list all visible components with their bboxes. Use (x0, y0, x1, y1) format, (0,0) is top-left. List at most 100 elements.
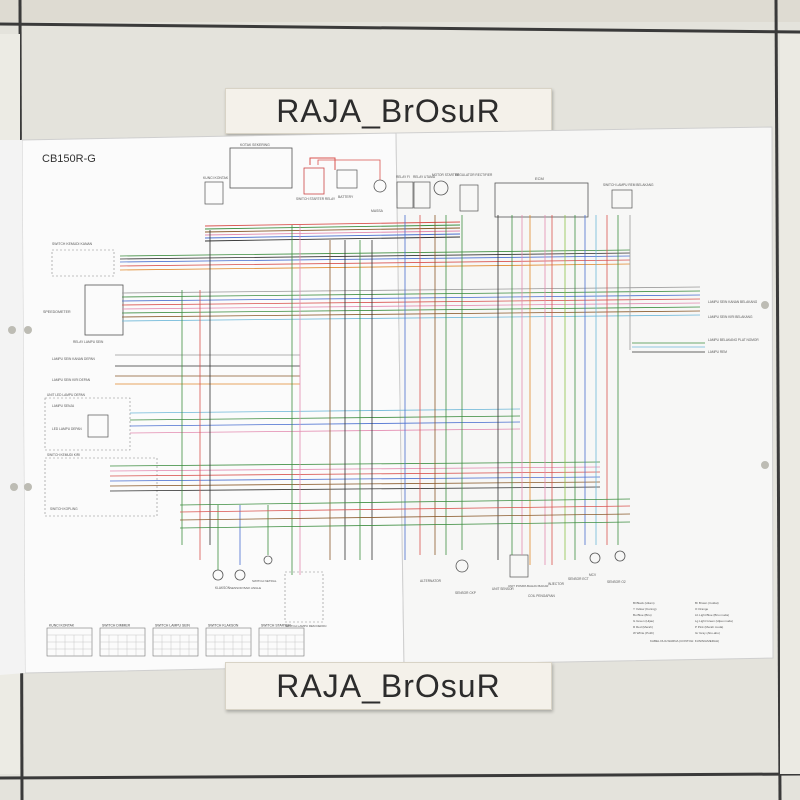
mcv-label: MCV (589, 573, 597, 577)
massa-label: MASSA (371, 209, 384, 213)
wire (204, 233, 461, 239)
switch-table-title: KUNCI KONTAK (49, 624, 75, 628)
wire (204, 224, 461, 230)
coil-pengapian-label: COIL PENGAPIAN (528, 594, 556, 598)
relay-fi-label: RELAY FI (396, 175, 410, 179)
wire (309, 157, 336, 170)
binder-hole (10, 483, 18, 491)
ecm-label: ECM (535, 176, 544, 181)
switch-table: SWITCH DIMMER (99, 624, 146, 657)
klakson-label: KLAKSON (215, 586, 231, 590)
switch-table: SWITCH STARTER (258, 624, 305, 657)
relay-utama-label: RELAY UTAMA (413, 175, 436, 179)
relay-lampu-sein-label: RELAY LAMPU SEIN (73, 340, 104, 344)
wire (121, 298, 701, 306)
legend-entry: Bl Black (Hitam) (633, 601, 655, 605)
binder-hole (24, 483, 32, 491)
battery-label: BATTERY (338, 195, 354, 199)
legend-entry: W White (Putih) (633, 631, 654, 635)
kotak-sekering-box (229, 147, 293, 189)
lampu-senja-label: LAMPU SENJA (52, 404, 75, 408)
wire (121, 310, 701, 318)
kunci-kontak-label: KUNCI KONTAK (203, 176, 229, 180)
kotak-sekering-label: KOTAK SEKERING (240, 143, 270, 147)
unit-pompa-bahan-bakar-label: UNIT POMPA BAHAN BAKAR (508, 584, 549, 588)
wire (121, 306, 701, 314)
legend-entry: Bu Blue (Biru) (633, 613, 652, 617)
switch-kemudi-kiri-label: SWITCH KEMUDI KIRI (47, 453, 80, 457)
wire (179, 513, 631, 521)
sensor-o2-symbol (614, 550, 626, 562)
relay-fi-box (396, 181, 414, 209)
unit-led-lampu-depan-box (44, 397, 131, 451)
wire (109, 471, 601, 477)
switch-kemudi-kanan-label: SWITCH KEMUDI KANAN (52, 242, 93, 246)
switch-table: SWITCH LAMPU SEIN (152, 624, 199, 657)
legend-entry: Y Yellow (Kuning) (633, 607, 656, 611)
switch-table-title: SWITCH LAMPU SEIN (155, 624, 190, 628)
switch-kemudi-kiri-box (44, 457, 158, 517)
lampu-sein-kiri-belakang-label: LAMPU SEIN KIRI BELAKANG (708, 315, 753, 319)
wire (179, 505, 631, 513)
unit-sensor-label: UNIT SENSOR (492, 587, 514, 591)
switch-netral-label: SWITCH NETRAL (252, 579, 277, 583)
watermark-label-top: RAJA_BrOsuR (225, 88, 552, 134)
wire (204, 221, 461, 227)
lampu-belakang-plat-nomor-label: LAMPU BELAKANG PLAT NOMOR (708, 338, 759, 342)
wiring (109, 157, 705, 575)
lampu-sein-kanan-belakang-label: LAMPU SEIN KANAN BELAKANG (708, 300, 758, 304)
wire (121, 302, 701, 310)
wire (179, 521, 631, 529)
wire (129, 428, 521, 434)
kunci-kontak-box (204, 181, 224, 205)
wire (129, 421, 521, 427)
wire (121, 294, 701, 302)
switch-table: SWITCH KLAKSON (205, 624, 252, 657)
diagram-page-right (395, 126, 774, 666)
switch-table: KUNCI KONTAK (46, 624, 93, 657)
sensor-ect-label: SENSOR ECT (568, 577, 589, 581)
legend-entry: G Green (Hijau) (633, 619, 654, 623)
wire (121, 286, 701, 294)
switch-lampu-rem-belakang-label: SWITCH LAMPU REM BELAKANG (603, 183, 654, 187)
legend-entry: Lb Light Blue (Biru muda) (695, 613, 729, 617)
wire (121, 290, 701, 298)
sensor-baik-angle-symbol (234, 569, 246, 581)
wire (204, 227, 461, 233)
lampu-sein-kiri-depan-label: LAMPU SEIN KIRI DEPAN (52, 378, 91, 382)
regulator-rectifier-label: REGULATOR RECTIFIER (455, 173, 493, 177)
sensor-ckp-label: SENSOR CKP (455, 591, 476, 595)
switch-starter-relay-box (303, 167, 325, 195)
wire (109, 481, 601, 487)
speedometer-label: SPEEDOMETER (43, 310, 71, 314)
motor-starter-label: MOTOR STARTER (432, 173, 460, 177)
ecm-box (494, 182, 589, 218)
diagram-title: CB150R-G (42, 153, 96, 165)
wire (129, 415, 521, 421)
sensor-o2-label: SENSOR O2 (607, 580, 626, 584)
legend-entry: Br Brown (Coklat) (695, 601, 719, 605)
switch-table-title: SWITCH KLAKSON (208, 624, 239, 628)
wire (109, 476, 601, 482)
regulator-rectifier-box (459, 184, 479, 212)
color-legend: Bl Black (Hitam) Y Yellow (Kuning) Bu Blue… (633, 601, 733, 635)
sensor-ckp-symbol (455, 559, 469, 573)
wire (204, 236, 461, 242)
legend-entry: R Red (Merah) (633, 625, 653, 629)
diagram-page-left (21, 132, 405, 674)
legend-entry: O Orange (695, 607, 709, 611)
legend-entry: Lg Light Green (Hijau muda) (695, 619, 733, 623)
motor-starter-symbol (433, 180, 449, 196)
unit-led-lampu-depan-label: UNIT LED LAMPU DEPAN (47, 393, 86, 397)
wire (109, 461, 601, 467)
wire (204, 230, 461, 236)
wire (179, 498, 631, 506)
switch-lampu-rem-depan-label: SWITCH LAMPU REM DEPAN (285, 624, 326, 628)
led-unit-symbol (87, 414, 109, 438)
switch-starter-relay-label: SWITCH STARTER RELAY (296, 197, 336, 201)
binder-hole (8, 326, 16, 334)
unit-pompa-bahan-bakar-box (509, 554, 529, 578)
alternator-label: ALTERNATOR (420, 579, 442, 583)
mcv-symbol (589, 552, 601, 564)
